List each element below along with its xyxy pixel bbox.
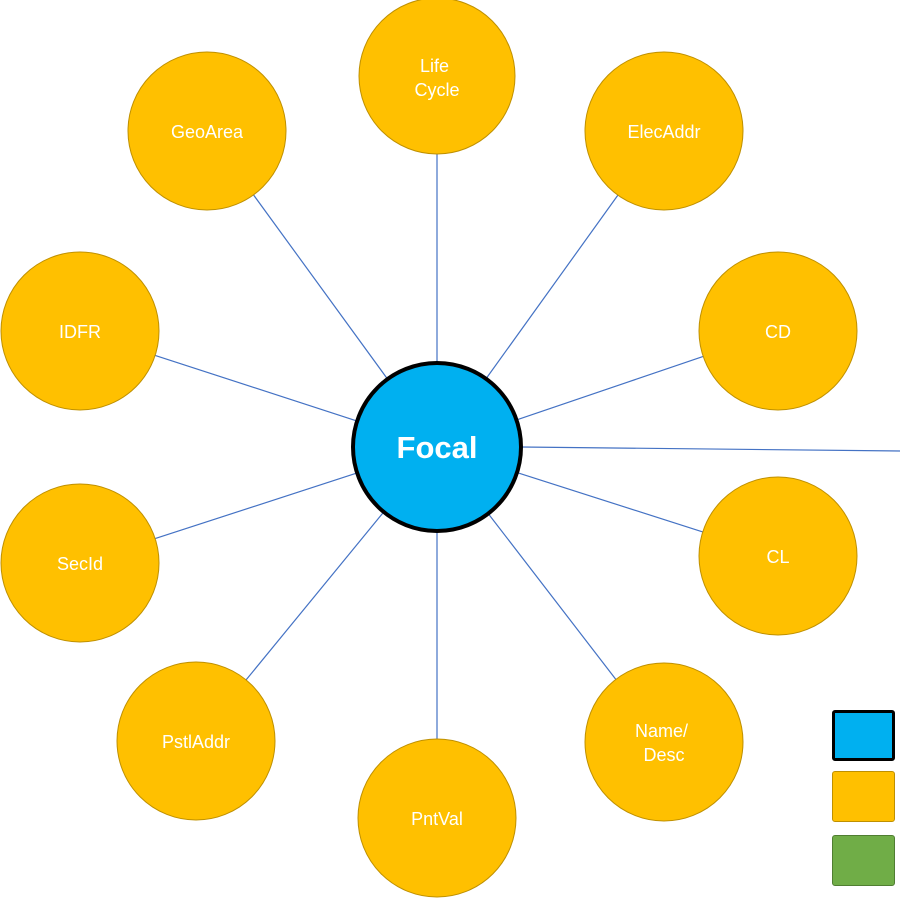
node-idfr[interactable]: IDFR [0, 251, 160, 411]
node-life-cycle-label-1: Life [420, 56, 449, 76]
satellite-nodes: Life Cycle ElecAddr CD CL Name/ Desc [0, 0, 858, 898]
connector-pstl-addr [245, 511, 385, 681]
connector-idfr [154, 354, 358, 422]
svg-text:Name/ Desc: Name/ Desc [635, 721, 693, 765]
node-focal[interactable]: Focal [351, 361, 523, 533]
connector-cd [516, 355, 704, 421]
node-name-desc-label-2: Desc [643, 745, 684, 765]
connector-offscreen [520, 446, 900, 452]
node-life-cycle[interactable]: Life Cycle [358, 0, 516, 155]
node-sec-id-label: SecId [57, 554, 103, 574]
node-idfr-circle [0, 251, 160, 411]
node-name-desc[interactable]: Name/ Desc [584, 662, 744, 822]
connector-name-desc [487, 513, 617, 680]
node-sec-id-circle [0, 483, 160, 643]
node-pstl-addr-circle [116, 661, 276, 821]
connector-elec-addr [485, 194, 619, 380]
node-geo-area-label: GeoArea [171, 122, 244, 142]
node-pnt-val-circle [357, 738, 517, 898]
node-geo-area[interactable]: GeoArea [127, 51, 287, 211]
node-cl-label: CL [766, 547, 789, 567]
node-name-desc-circle [584, 662, 744, 822]
svg-text:Life Cycle: Life Cycle [414, 56, 459, 100]
focal-label: Focal [397, 430, 478, 465]
focal-circle [351, 361, 523, 533]
node-pstl-addr[interactable]: PstlAddr [116, 661, 276, 821]
connector-sec-id [154, 472, 358, 540]
legend-swatch-satellite [832, 771, 895, 822]
node-geo-area-circle [127, 51, 287, 211]
node-cd-circle [698, 251, 858, 411]
node-cd[interactable]: CD [698, 251, 858, 411]
node-life-cycle-label-2: Cycle [414, 80, 459, 100]
legend-swatch-other [832, 835, 895, 886]
node-sec-id[interactable]: SecId [0, 483, 160, 643]
connector-cl [516, 472, 703, 533]
legend-swatch-focal [832, 710, 895, 761]
connector-geo-area [253, 194, 389, 380]
node-cl[interactable]: CL [698, 476, 858, 636]
node-pnt-val-label: PntVal [411, 809, 463, 829]
node-pstl-addr-label: PstlAddr [162, 732, 230, 752]
node-elec-addr[interactable]: ElecAddr [584, 51, 744, 211]
node-name-desc-label-1: Name/ [635, 721, 688, 741]
node-life-cycle-circle [358, 0, 516, 155]
connector-lines [154, 154, 900, 739]
node-cl-circle [698, 476, 858, 636]
node-pnt-val[interactable]: PntVal [357, 738, 517, 898]
node-elec-addr-label: ElecAddr [627, 122, 700, 142]
node-cd-label: CD [765, 322, 791, 342]
node-elec-addr-circle [584, 51, 744, 211]
node-idfr-label: IDFR [59, 322, 101, 342]
